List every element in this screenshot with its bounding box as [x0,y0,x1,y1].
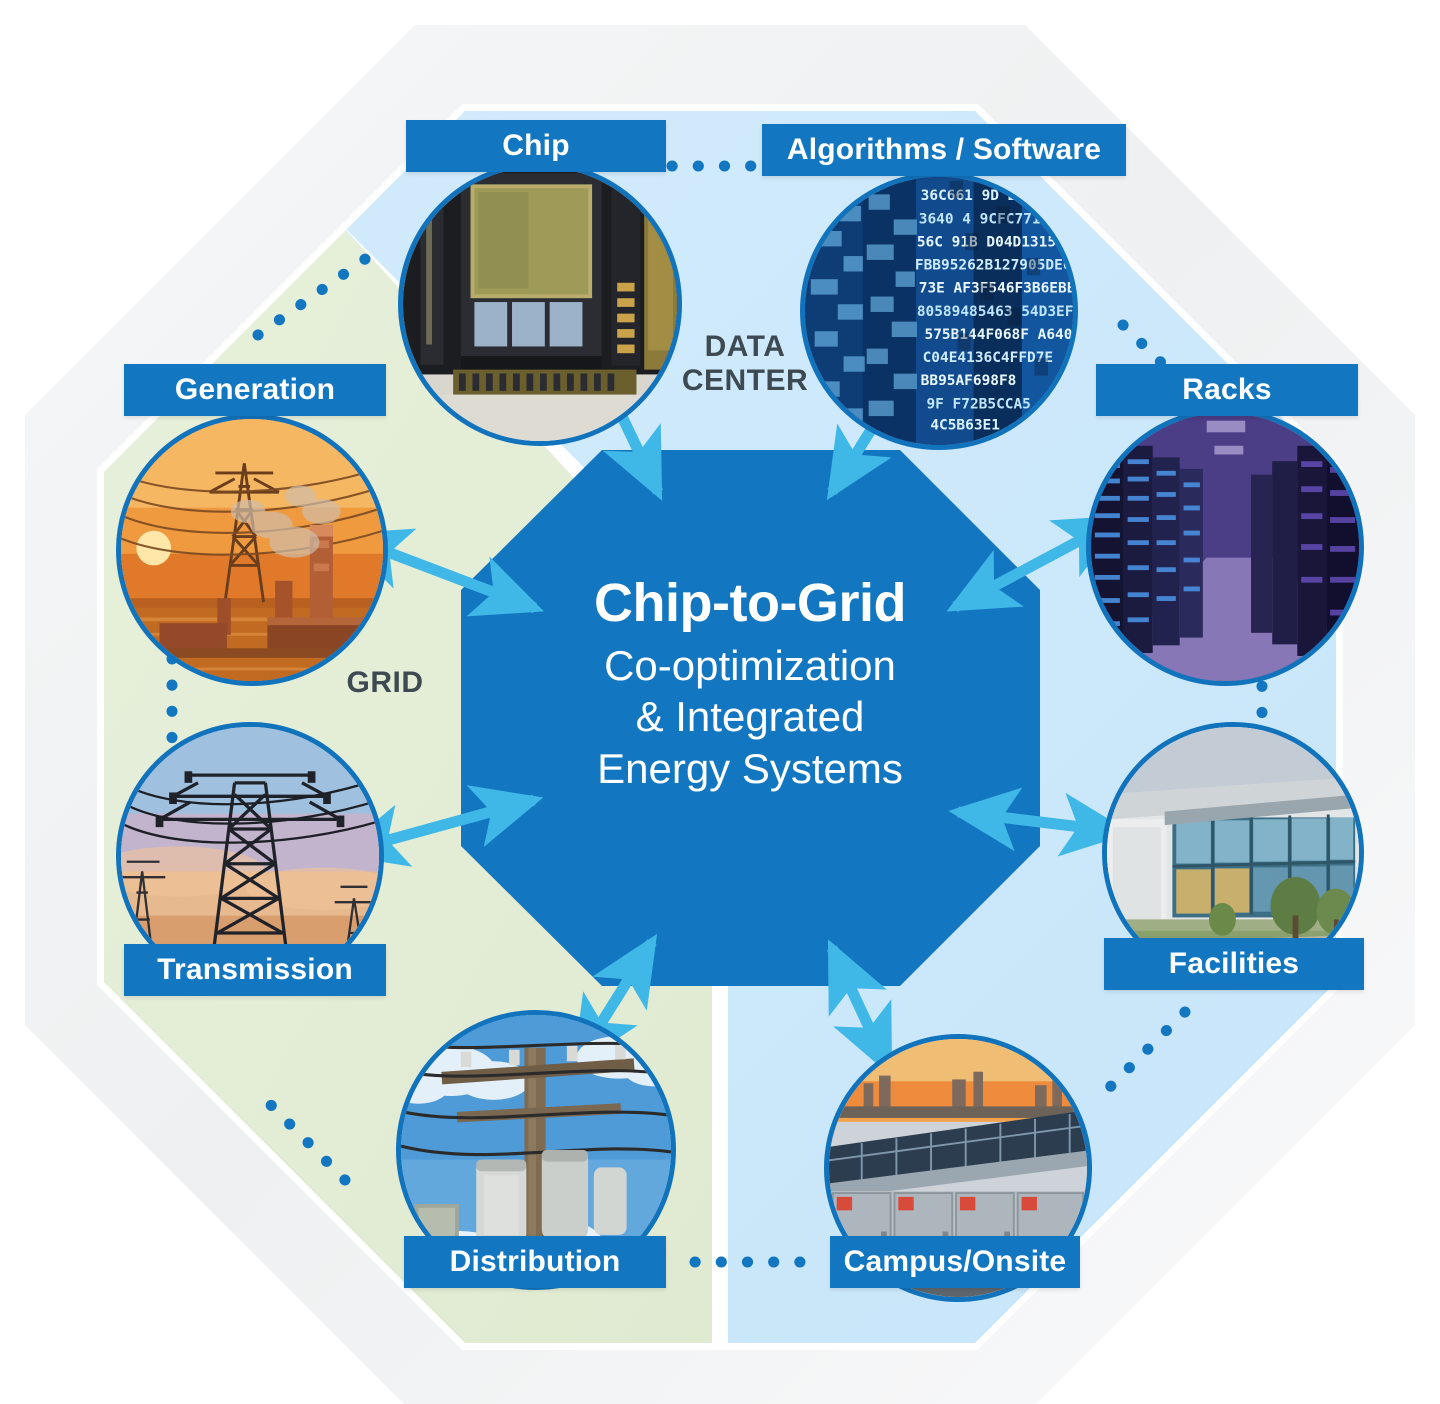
node-label-algorithms[interactable]: Algorithms / Software [762,124,1126,176]
svg-text:3640 4 9CFC771BBC69A2: 3640 4 9CFC771BBC69A2 [919,211,1073,227]
node-label-chip[interactable]: Chip [406,120,666,172]
svg-text:73E AF3F546F3B6EBED9DC: 73E AF3F546F3B6EBED9DC [919,281,1073,297]
dots-distribution-transmission [252,1086,351,1186]
svg-text:36C661 9D BUE: 36C661 9D BUE [921,188,1034,204]
svg-text:80589485463 54D3EF55: 80589485463 54D3EF55 [917,304,1073,320]
region-label-data-center: DATA CENTER [640,330,850,397]
node-label-facilities[interactable]: Facilities [1104,938,1364,990]
svg-text:C04E4136C4FFD7E: C04E4136C4FFD7E [923,350,1054,366]
arrow-facilities-center [948,787,1132,857]
binary-code-photo: 36C661 9D BUE 3640 4 9CFC771BBC69A2 56C … [805,177,1073,445]
gpu-chip-photo [403,167,677,441]
server-racks-photo [1091,413,1359,681]
inner-octagon-outline [97,104,1343,1350]
svg-text:4C5B63E1: 4C5B63E1 [930,418,1000,434]
svg-text:56C 91B D04D13155230A: 56C 91B D04D13155230A [917,234,1073,250]
region-label-data-center-line1: DATA [704,330,786,363]
region-label-grid-line1: GRID [346,666,424,699]
node-label-racks[interactable]: Racks [1096,364,1358,416]
node-label-campus[interactable]: Campus/Onsite [830,1236,1080,1288]
svg-text:9F F72B5CCA5: 9F F72B5CCA5 [926,396,1030,412]
svg-text:575B144F068F A640: 575B144F068F A640 [925,327,1073,343]
power-plant-photo [121,419,383,681]
dots-facilities-campus [1094,1006,1191,1103]
svg-text:FBB95262B127905DE65C: FBB95262B127905DE65C [915,258,1073,274]
node-label-transmission[interactable]: Transmission [124,944,386,996]
dots-generation-chip [252,246,381,341]
generation-circle-image [116,414,388,686]
algorithms-circle-image: 36C661 9D BUE 3640 4 9CFC771BBC69A2 56C … [800,172,1078,450]
node-label-distribution[interactable]: Distribution [404,1236,666,1288]
region-label-grid: GRID [290,666,480,700]
racks-circle-image [1086,408,1364,686]
node-label-generation[interactable]: Generation [124,364,386,416]
chip-circle-image [398,162,682,446]
svg-text:BB95AF698F8: BB95AF698F8 [921,373,1017,389]
center-octagon [461,450,1040,986]
region-label-data-center-line2: CENTER [681,363,809,397]
